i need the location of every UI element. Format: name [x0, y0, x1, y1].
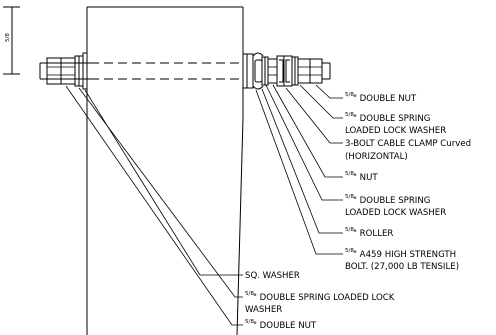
leaders-bottom [65, 85, 243, 326]
label-double-nut-bottom: 5/8 " DOUBLE NUT [245, 319, 317, 331]
fraction: 5/8 [345, 171, 354, 177]
left-lock-washer [74, 55, 84, 87]
right-lock-washer-1 [261, 56, 269, 86]
fraction: 5/8 [345, 194, 354, 200]
label-line: " A459 HIGH STRENGTH [353, 250, 456, 260]
label-lock-washer-bottom: 5/8 " DOUBLE SPRING LOADED LOCK WASHER [245, 291, 395, 315]
label-line: " DOUBLE NUT [353, 94, 417, 104]
bolt-shank [39, 62, 331, 80]
label-cable-clamp: 3-BOLT CABLE CLAMP Curved (HORIZONTAL) [345, 139, 471, 162]
label-line: 3-BOLT CABLE CLAMP Curved [345, 139, 471, 149]
label-line: " DOUBLE SPRING [353, 114, 430, 124]
fraction: 5/8 [345, 248, 354, 254]
label-double-nut-right: 5/8 " DOUBLE NUT [345, 92, 417, 104]
fraction: 5/8 [345, 92, 354, 98]
left-sq-washer [82, 52, 88, 90]
leaders-right [255, 84, 343, 255]
right-lock-washer-2 [291, 56, 299, 86]
right-double-nut [297, 58, 323, 84]
right-bracket [243, 53, 254, 89]
fraction: 5/8 [345, 112, 354, 118]
fraction: 5/8 [245, 319, 254, 325]
dimension-inch-mark: " [0, 39, 2, 42]
label-line: " DOUBLE SPRING LOADED LOCK [253, 293, 395, 303]
right-cable-clamp [276, 55, 293, 87]
label-line: " NUT [353, 173, 378, 183]
dimension-fraction: 5/8 [5, 33, 11, 42]
label-line: BOLT. (27,000 LB TENSILE) [345, 262, 459, 272]
label-line: SQ. WASHER [245, 271, 300, 281]
pole [86, 6, 244, 335]
label-line: " DOUBLE SPRING [353, 196, 430, 206]
label-roller: 5/8 " ROLLER [345, 227, 393, 239]
label-sq-washer: SQ. WASHER [245, 271, 300, 281]
fraction: 5/8 [345, 227, 354, 233]
label-lock-washer-top: 5/8 " DOUBLE SPRING LOADED LOCK WASHER [345, 112, 446, 136]
label-bolt: 5/8 " A459 HIGH STRENGTH BOLT. (27,000 L… [345, 248, 459, 272]
label-line: LOADED LOCK WASHER [345, 126, 446, 136]
label-line: " ROLLER [353, 229, 393, 239]
label-line: " DOUBLE NUT [253, 321, 317, 331]
label-line: (HORIZONTAL) [345, 152, 408, 162]
label-lock-washer-mid: 5/8 " DOUBLE SPRING LOADED LOCK WASHER [345, 194, 446, 218]
left-double-nut [46, 57, 76, 85]
fraction: 5/8 [245, 291, 254, 297]
right-nut [267, 58, 278, 84]
label-line: LOADED LOCK WASHER [345, 208, 446, 218]
label-line: WASHER [245, 305, 282, 315]
dimension-mark: 5/8 " [0, 6, 20, 75]
label-nut: 5/8 " NUT [345, 171, 378, 183]
